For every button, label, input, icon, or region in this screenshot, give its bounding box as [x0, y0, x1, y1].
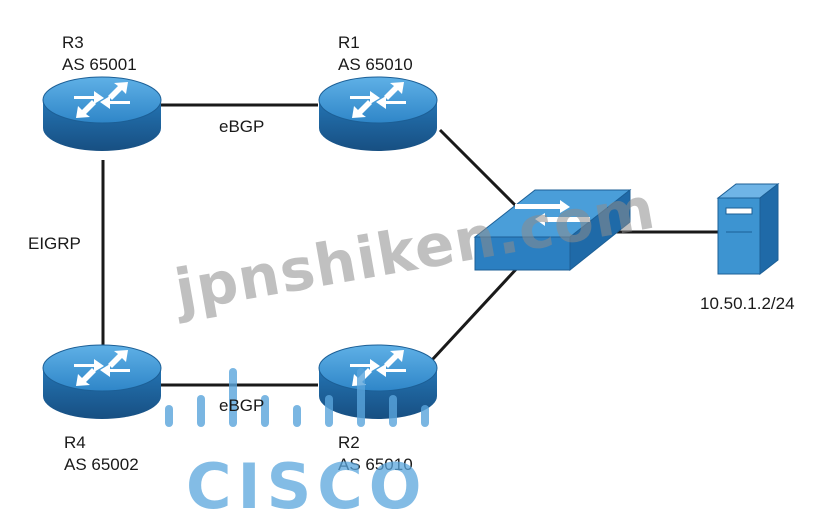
router-r3-icon[interactable] — [42, 76, 162, 151]
cisco-watermark: CISCO — [186, 450, 428, 523]
r2-as-label: AS 65010 — [338, 455, 413, 474]
router-r1-icon[interactable] — [318, 76, 438, 151]
r1-name-label: R1 — [338, 33, 360, 52]
topology-canvas — [42, 76, 780, 427]
r3-name-label: R3 — [62, 33, 84, 52]
server-icon[interactable] — [716, 182, 780, 276]
link-r3-r4-label: EIGRP — [28, 234, 81, 253]
switch-icon[interactable] — [473, 188, 632, 272]
r4-as-label: AS 65002 — [64, 455, 139, 474]
r2-name-label: R2 — [338, 433, 360, 452]
r3-as-label: AS 65001 — [62, 55, 137, 74]
link-r4-r2-label: eBGP — [219, 396, 265, 415]
router-r2-icon[interactable] — [318, 344, 438, 419]
cisco-logo-icon — [165, 368, 429, 427]
link-r2-switch — [430, 263, 522, 362]
link-r1-switch — [438, 128, 517, 207]
r1-as-label: AS 65010 — [338, 55, 413, 74]
router-r4-icon[interactable] — [42, 344, 162, 419]
link-r3-r1-label: eBGP — [219, 117, 265, 136]
server-address-label: 10.50.1.2/24 — [700, 294, 795, 313]
r4-name-label: R4 — [64, 433, 86, 452]
network-diagram: R3 AS 65001 R1 AS 65010 R4 AS 65002 R2 A… — [28, 33, 795, 523]
